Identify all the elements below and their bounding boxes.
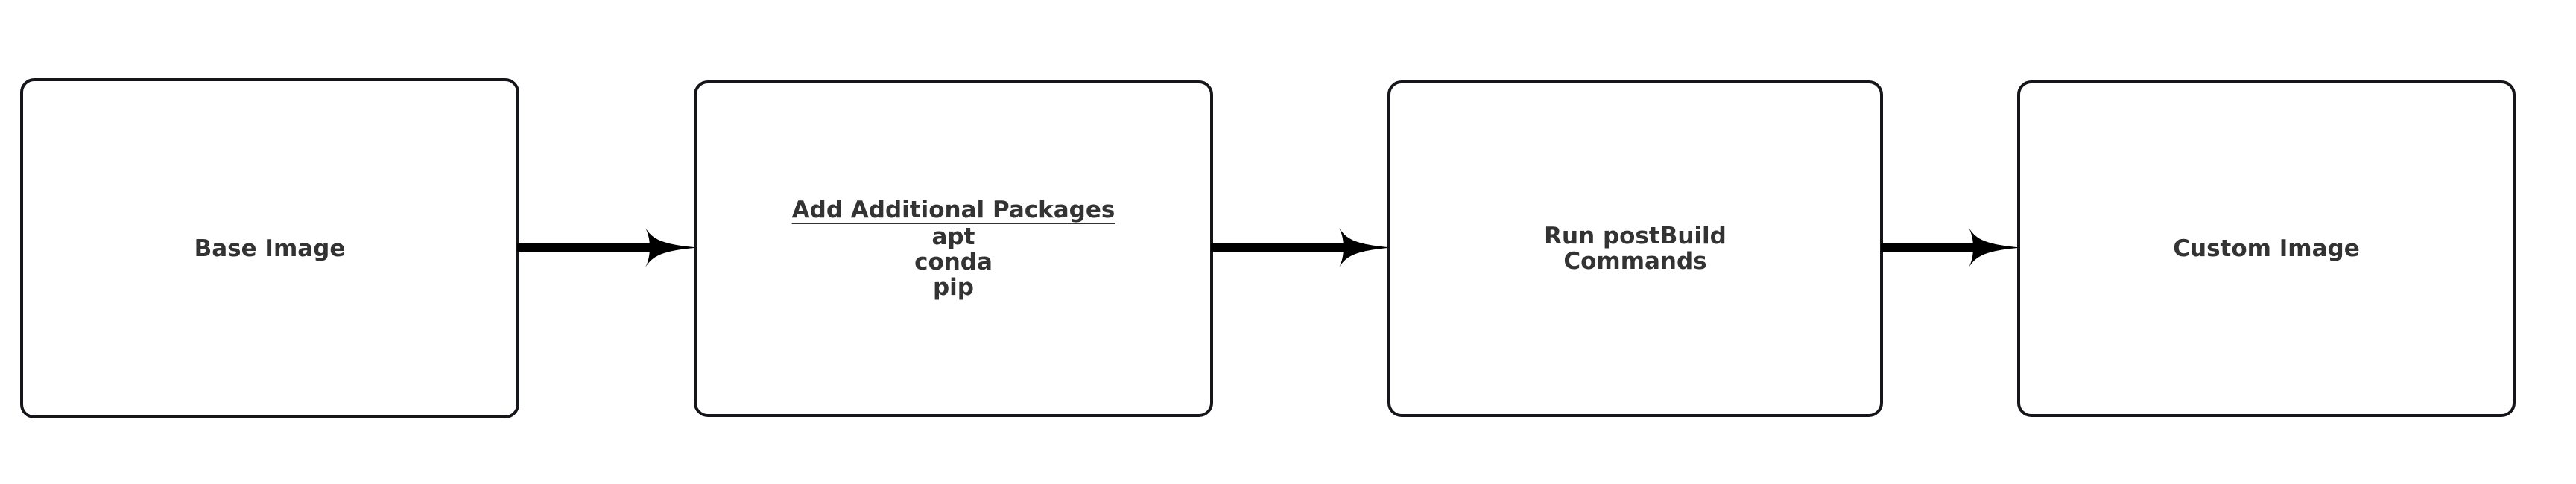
node-add-packages-item-pip: pip: [932, 274, 974, 301]
arrow-post-build-to-custom-image: [1881, 223, 2022, 273]
node-add-packages-item-conda: conda: [914, 249, 993, 276]
node-custom-image-label: Custom Image: [2173, 235, 2360, 262]
node-post-build[interactable]: Run postBuild Commands: [1387, 80, 1883, 417]
node-custom-image[interactable]: Custom Image: [2017, 80, 2516, 417]
node-add-packages[interactable]: Add Additional Packages apt conda pip: [694, 80, 1213, 417]
node-add-packages-list: apt conda pip: [914, 224, 993, 300]
node-post-build-label: Run postBuild Commands: [1544, 223, 1727, 275]
arrow-add-packages-to-post-build: [1211, 223, 1392, 273]
node-base-image-label: Base Image: [194, 235, 346, 262]
node-add-packages-heading: Add Additional Packages: [791, 197, 1115, 223]
node-add-packages-item-apt: apt: [931, 223, 975, 250]
arrow-base-image-to-add-packages: [517, 223, 698, 273]
node-base-image[interactable]: Base Image: [20, 78, 519, 418]
